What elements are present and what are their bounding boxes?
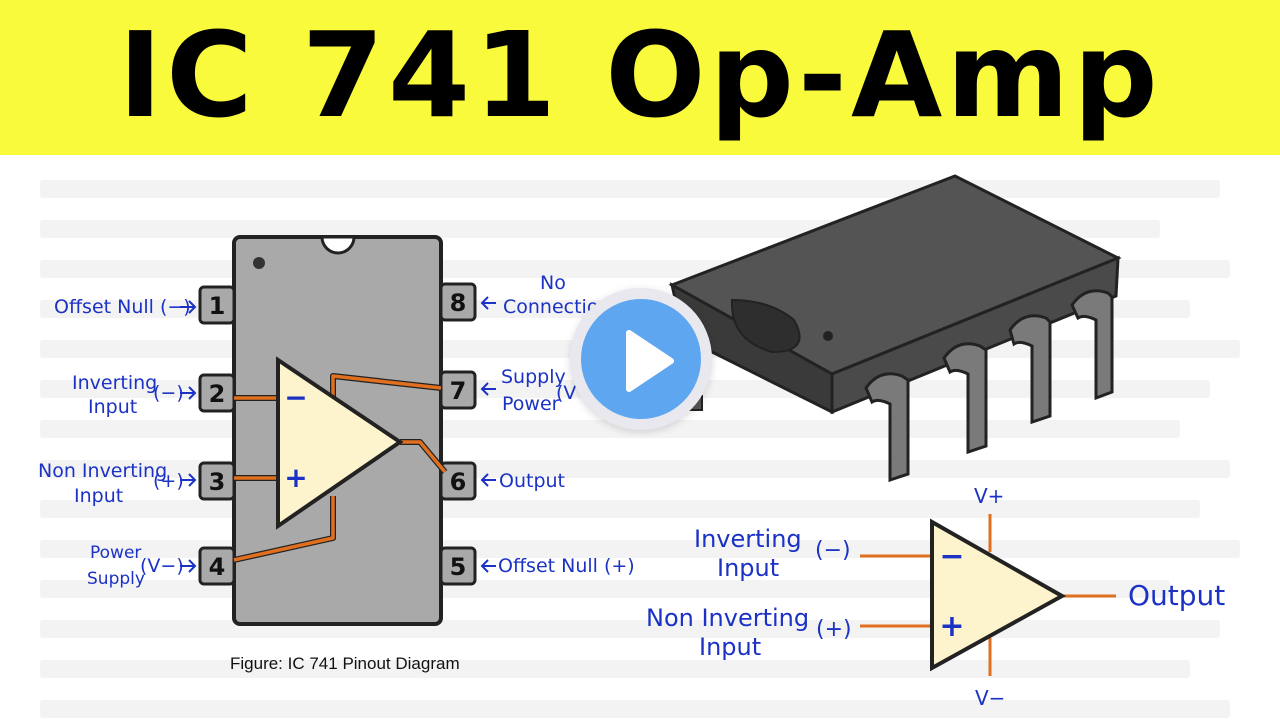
pin-3-label-line1: Non Inverting [38, 460, 168, 482]
vminus-label: V− [975, 686, 1006, 710]
pin-4-number: 4 [209, 553, 226, 581]
pin-2-symbol: (−) [153, 382, 184, 404]
internal-plus-sign: + [284, 461, 307, 494]
pin-4-symbol: (V−) [140, 555, 184, 577]
arrow-right-icon [180, 300, 197, 573]
noninverting-label-line1: Non Inverting [646, 604, 810, 632]
pin1-dot [253, 257, 265, 269]
pin-4-label-line1: Power [90, 543, 142, 563]
pin-1: 1 [198, 285, 236, 325]
pin-8: 8 [439, 282, 477, 322]
pin-7-label-line2: Power [502, 393, 560, 415]
pin-5: 5 [439, 546, 477, 586]
play-button[interactable] [570, 288, 712, 430]
opamp-symbol: − + [860, 514, 1116, 676]
figure-caption: Figure: IC 741 Pinout Diagram [230, 654, 460, 673]
pin-5-number: 5 [450, 553, 467, 581]
pin-2-label-line1: Inverting [72, 372, 158, 394]
internal-minus-sign: − [284, 381, 307, 414]
internal-wires-orange [233, 374, 447, 562]
chip-notch [320, 235, 356, 255]
inverting-label-line2: Input [717, 554, 780, 582]
pin-1-label: Offset Null (−) [54, 296, 191, 318]
output-label: Output [1128, 579, 1226, 612]
pin-4: 4 [198, 546, 236, 586]
symbol-plus-sign: + [939, 609, 964, 644]
pin-3-symbol: (+) [153, 470, 184, 492]
inverting-label-line1: Inverting [694, 525, 802, 553]
pin-5-label: Offset Null (+) [498, 555, 635, 577]
opamp-triangle [930, 518, 1067, 672]
pin-7: 7 [439, 370, 477, 410]
vplus-label: V+ [974, 484, 1005, 508]
pin-7-number: 7 [450, 377, 467, 405]
play-icon[interactable] [581, 299, 701, 419]
pin-6-number: 6 [450, 468, 467, 496]
page-title: IC 741 Op-Amp [118, 6, 1162, 144]
opamp-triangle-internal [276, 356, 404, 530]
pin-8-label-line1: No [540, 272, 566, 294]
pin-6: 6 [439, 461, 477, 501]
play-button-circle[interactable] [581, 299, 701, 419]
arrow-left-icon [480, 296, 496, 573]
pin-6-label: Output [499, 470, 565, 492]
inverting-symbol: (−) [815, 538, 851, 563]
pin-8-number: 8 [450, 289, 467, 317]
pin-2: 2 [198, 373, 236, 413]
symbol-minus-sign: − [939, 539, 964, 574]
pin-2-label-line2: Input [88, 396, 138, 418]
pin-3-number: 3 [209, 468, 226, 496]
noninverting-symbol: (+) [816, 617, 852, 642]
ic-package-illustration [668, 174, 1122, 483]
pin-3: 3 [198, 461, 236, 501]
noninverting-label-line2: Input [699, 633, 762, 661]
pin-7-label-line1: Supply [501, 366, 566, 388]
pin-3-label-line2: Input [74, 485, 124, 507]
pin-1-number: 1 [209, 292, 226, 320]
pin-7-symbol: (V [556, 382, 577, 404]
pin-8-label-line2: Connection [503, 296, 611, 318]
title-banner [0, 0, 1280, 155]
pin-2-number: 2 [209, 380, 226, 408]
pin-4-label-line2: Supply [87, 569, 145, 589]
